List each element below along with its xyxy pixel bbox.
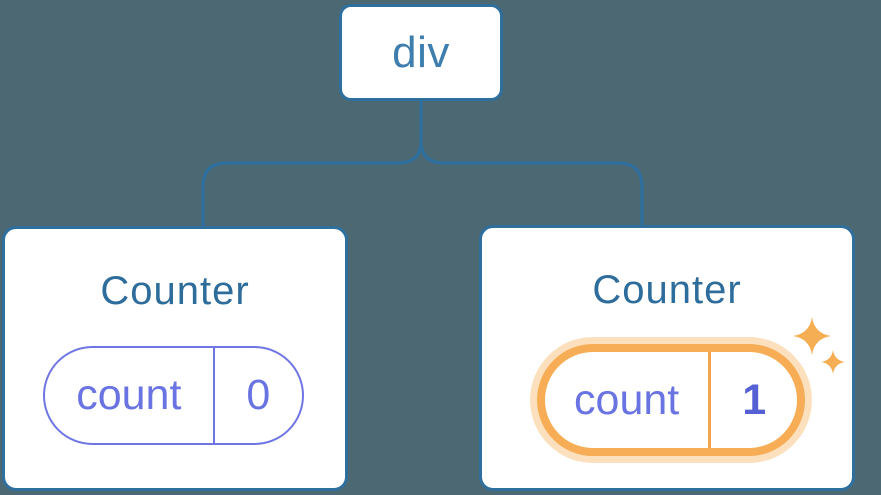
- counter-card-left: Counter count 0: [2, 226, 348, 491]
- state-key: count: [45, 348, 215, 443]
- state-value: 0: [246, 371, 271, 419]
- component-title: Counter: [100, 269, 250, 313]
- component-title: Counter: [592, 268, 742, 312]
- counter-card-right: Counter count 1: [479, 225, 855, 491]
- sparkles-icon: [793, 317, 845, 374]
- root-node-label: div: [392, 27, 450, 77]
- state-pill-right-highlighted: count 1: [537, 344, 805, 456]
- state-value: 1: [742, 375, 767, 424]
- root-node-div: div: [339, 4, 503, 101]
- state-key: count: [545, 352, 712, 448]
- state-pill-left: count 0: [43, 346, 304, 445]
